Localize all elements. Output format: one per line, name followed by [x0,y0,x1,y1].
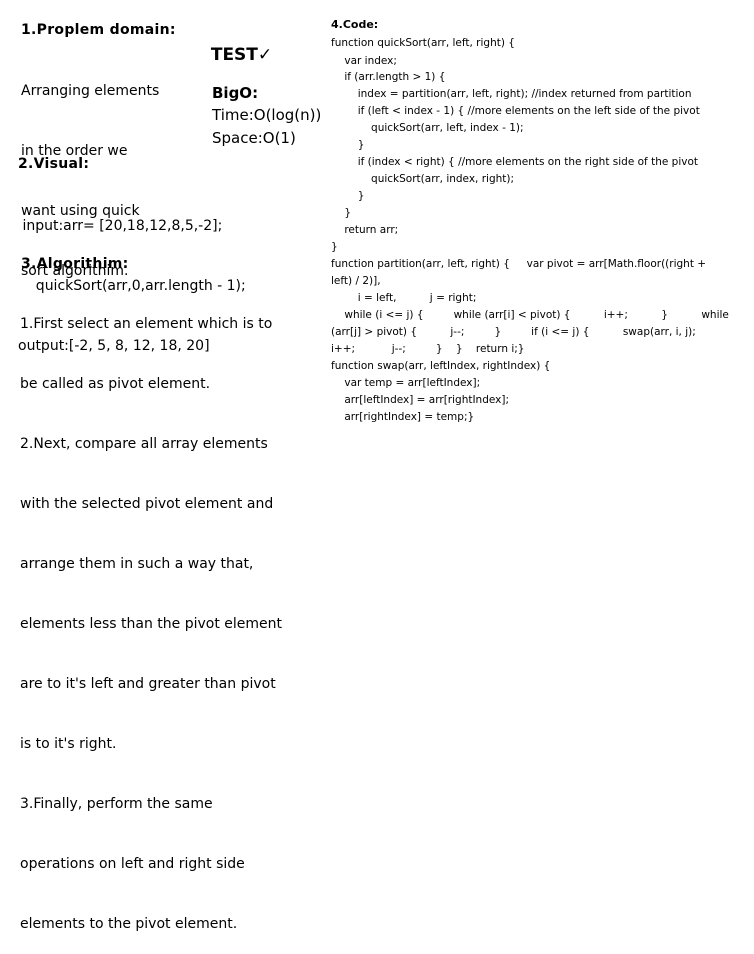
test-label: TEST✓ [199,25,272,65]
algorithm-line: 3.Finally, perform the same [20,796,213,812]
problem-line: want using quick [21,203,140,219]
problem-domain-text: Arranging elements in the order we want … [21,41,159,301]
problem-line: Arranging elements [21,83,160,99]
code-line: i++; j--; } } return i;} [331,343,525,355]
algorithm-line: operations on left and right side [20,856,245,872]
problem-domain-heading: 1.Proplem domain: [21,22,176,38]
algorithm-line: arrange them in such a way that, [20,556,254,572]
code-heading: 4.Code: [331,18,379,31]
algorithm-line: elements less than the pivot element [20,616,283,632]
algorithm-line: be called as pivot element. [20,376,211,392]
code-line: quickSort(arr, left, index - 1); [331,122,524,134]
check-icon: ✓ [257,45,273,65]
visual-heading: 2.Visual: [18,156,90,172]
algorithm-line: is to it's right. [20,736,117,752]
code-line: quickSort(arr, index, right); [331,173,515,185]
visual-text: input:arr= [20,18,12,8,5,-2]; quickSort(… [18,176,246,376]
code-line: while (i <= j) { while (arr[i] < pivot) … [331,309,729,321]
algorithm-line: elements to the pivot element. [20,916,238,932]
code-line: arr[rightIndex] = temp;} [331,411,475,423]
code-line: left) / 2)], [331,275,381,287]
code-line: (arr[j] > pivot) { j--; } if (i <= j) { … [331,326,696,338]
code-line: } [331,139,365,151]
problem-line: sort algorithim. [21,263,129,279]
bigo-space: Space:O(1) [212,129,296,147]
code-block: function quickSort(arr, left, right) { v… [331,35,751,425]
algorithm-heading: 3.Algorithim: [21,256,129,272]
code-line: if (arr.length > 1) { [331,71,446,83]
code-line: var temp = arr[leftIndex]; [331,377,481,389]
code-line: function partition(arr, left, right) { v… [331,258,707,270]
code-line: function swap(arr, leftIndex, rightIndex… [331,360,551,372]
visual-line: output:[-2, 5, 8, 12, 18, 20] [18,338,210,354]
code-line: } [331,190,365,202]
code-line: if (index < right) { //more elements on … [331,156,698,168]
visual-line: quickSort(arr,0,arr.length - 1); [18,278,246,294]
bigo-time: Time:O(log(n)) [212,106,322,124]
code-line: index = partition(arr, left, right); //i… [331,88,692,100]
code-line: arr[leftIndex] = arr[rightIndex]; [331,394,510,406]
code-line: i = left, j = right; [331,292,477,304]
code-line: } [331,241,338,253]
test-text: TEST [210,45,258,65]
algorithm-text: 1.First select an element which is to be… [20,274,282,954]
algorithm-line: with the selected pivot element and [20,496,274,512]
bigo-heading: BigO: [212,84,259,102]
code-line: return arr; [331,224,399,236]
visual-line: input:arr= [20,18,12,8,5,-2]; [18,218,223,234]
problem-line: in the order we [21,143,128,159]
code-line: var index; [331,55,397,67]
algorithm-line: 1.First select an element which is to [20,316,273,332]
code-line: function quickSort(arr, left, right) { [331,37,515,49]
code-line: } [331,207,352,219]
code-line: if (left < index - 1) { //more elements … [331,105,700,117]
algorithm-line: 2.Next, compare all array elements [20,436,268,452]
algorithm-line: are to it's left and greater than pivot [20,676,276,692]
